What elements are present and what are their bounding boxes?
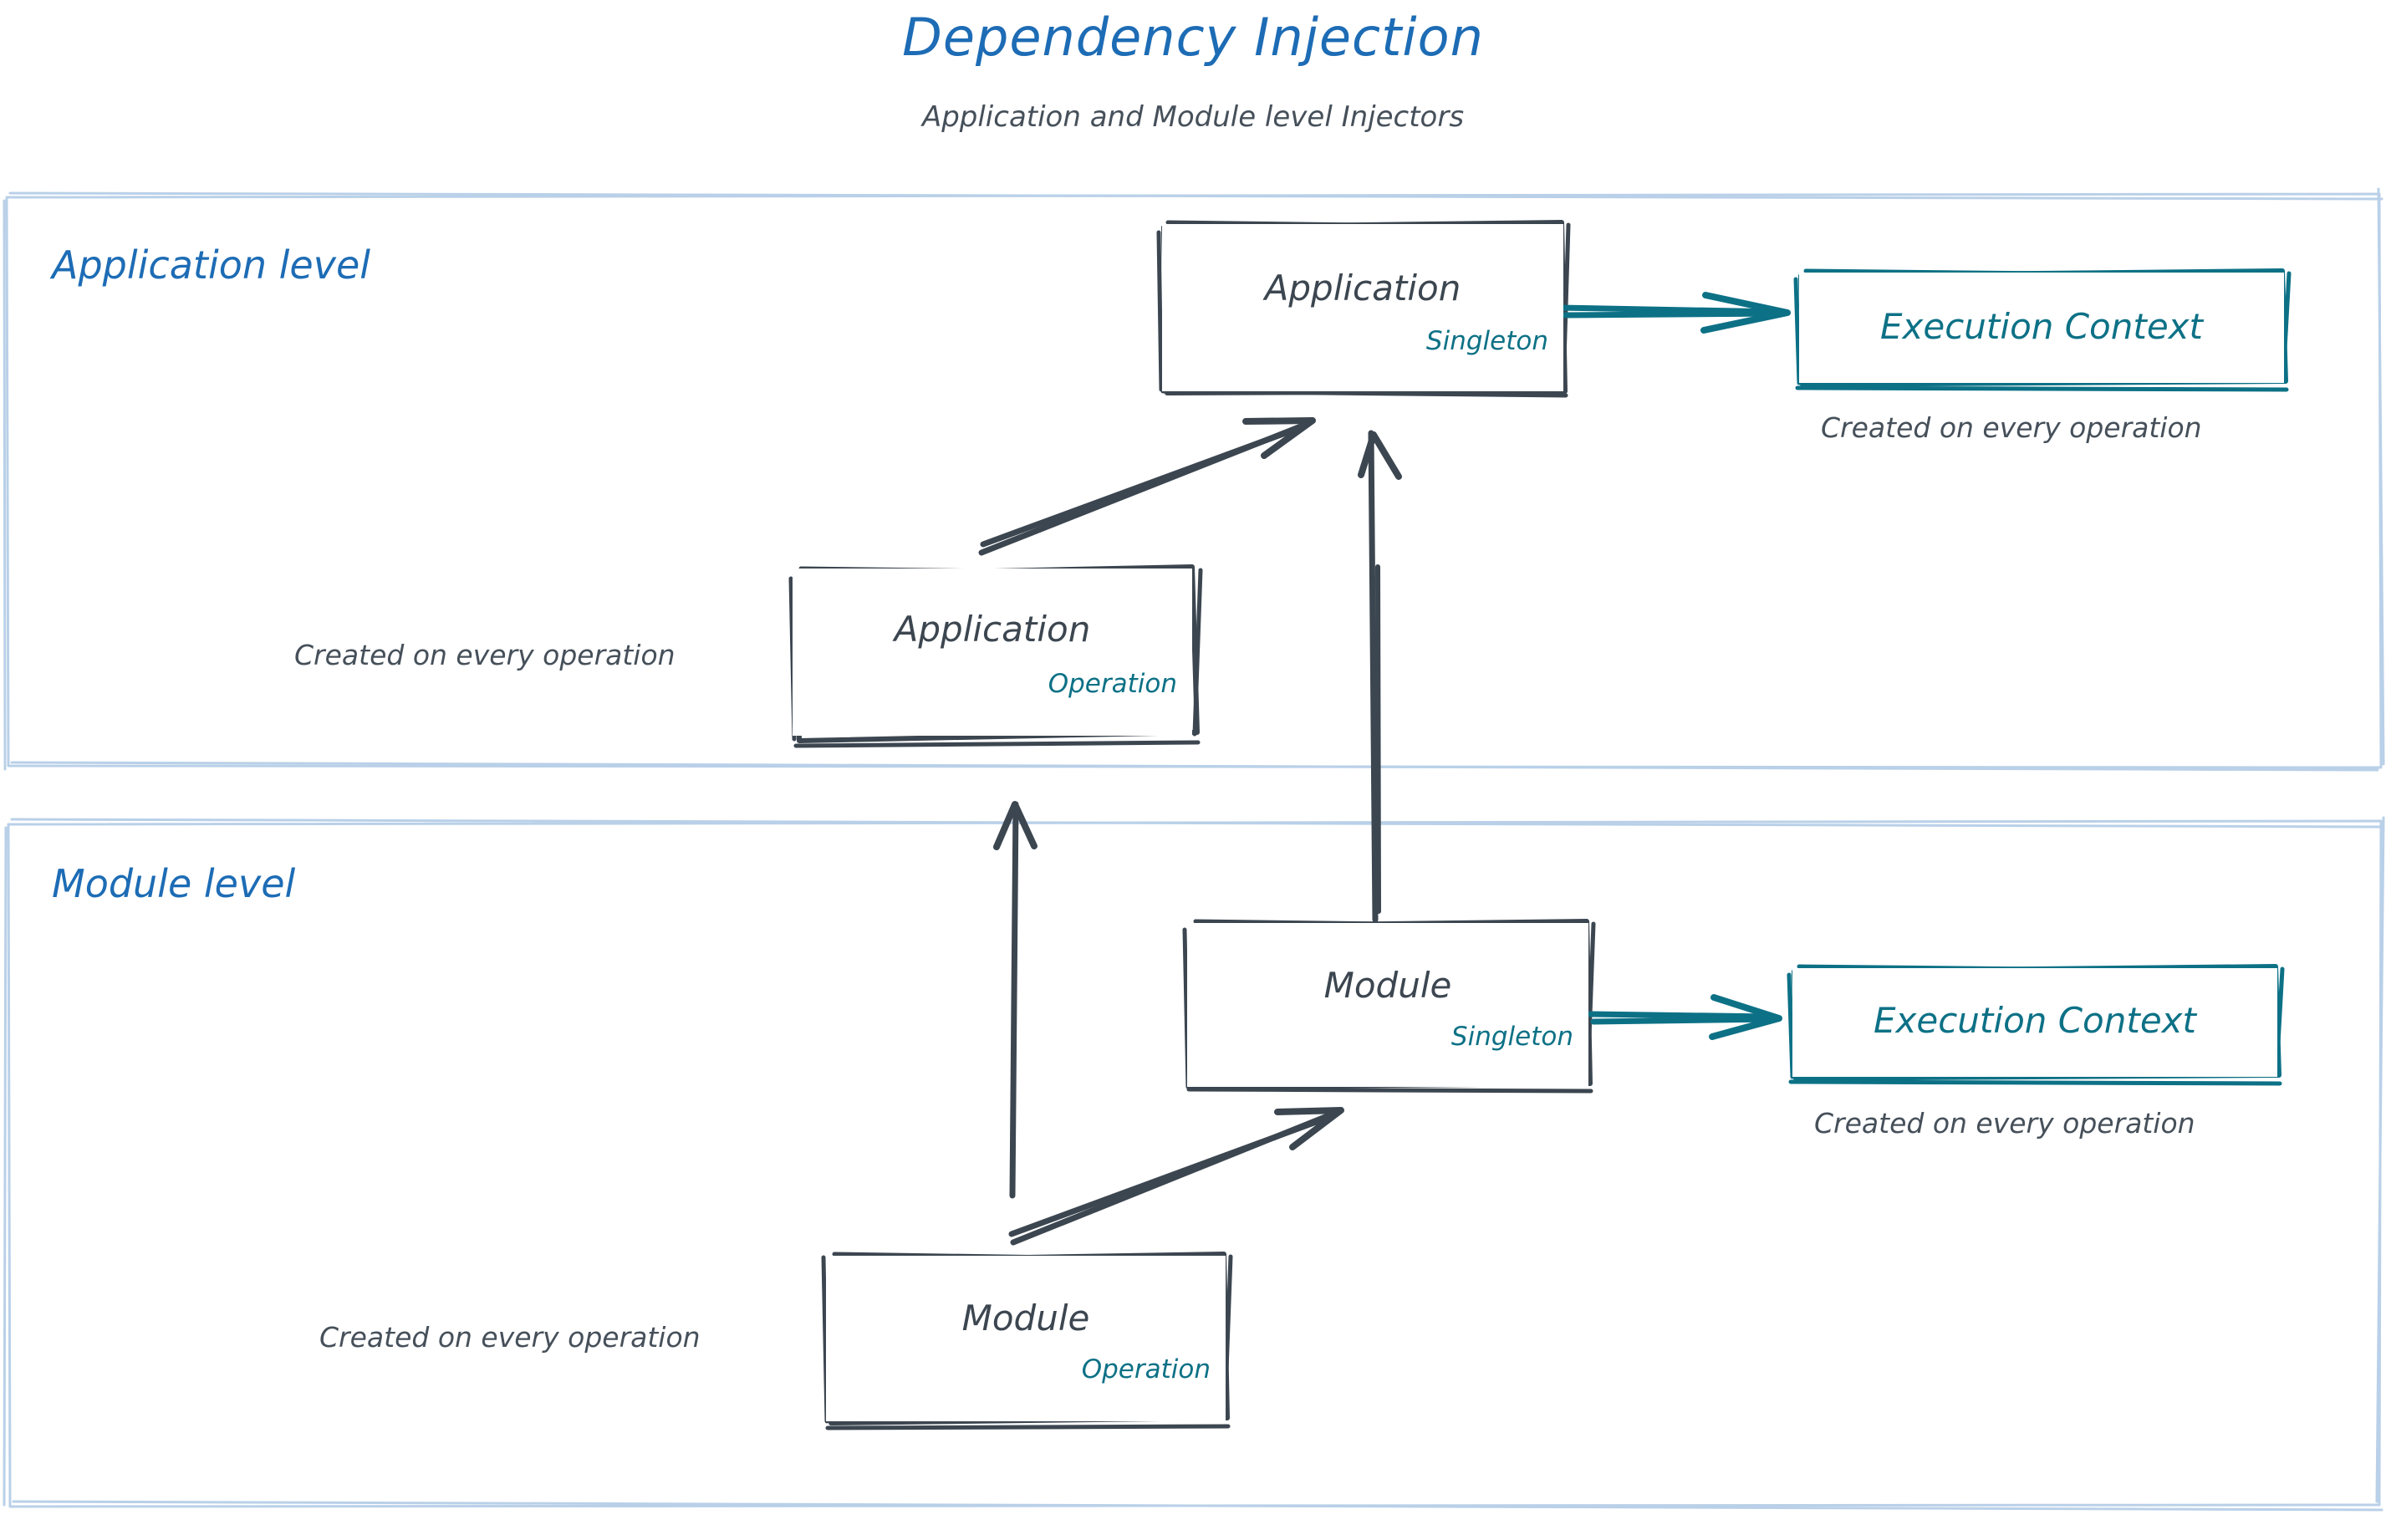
arrow-module-singleton-to-exec-context: [1587, 994, 1782, 1040]
caption-module-operation: Created on every operation: [319, 1321, 701, 1354]
arrow-module-singleton-to-app-singleton: [1358, 430, 1402, 923]
arrow-module-operation-to-module-singleton: [1008, 1107, 1344, 1246]
node-scope-badge: Operation: [1048, 669, 1177, 699]
node-module-singleton[interactable]: Module Singleton: [1187, 923, 1588, 1087]
panel-label-module-level: Module level: [52, 861, 296, 906]
node-title: Application: [894, 609, 1091, 650]
arrow-app-singleton-to-exec-context: [1555, 292, 1791, 334]
node-scope-badge: Singleton: [1425, 326, 1548, 356]
caption-execution-context-application: Created on every operation: [1821, 411, 2202, 444]
node-module-operation[interactable]: Module Operation: [826, 1256, 1226, 1421]
arrow-app-operation-to-app-singleton: [978, 417, 1316, 556]
node-application-operation[interactable]: Application Operation: [793, 569, 1192, 736]
page-title: Dependency Injection: [902, 7, 1484, 68]
node-title: Application: [1264, 268, 1461, 309]
node-title: Execution Context: [1873, 1000, 2197, 1041]
node-title: Execution Context: [1879, 306, 2204, 347]
node-title: Module: [961, 1298, 1090, 1339]
caption-application-operation: Created on every operation: [294, 639, 676, 671]
page-subtitle: Application and Module level Injectors: [921, 100, 1465, 134]
node-execution-context-application[interactable]: Execution Context: [1799, 273, 2284, 383]
panel-label-application-level: Application level: [52, 242, 371, 288]
node-application-singleton[interactable]: Application Singleton: [1162, 224, 1563, 391]
caption-execution-context-module: Created on every operation: [1814, 1107, 2195, 1140]
node-scope-badge: Operation: [1081, 1354, 1211, 1384]
node-title: Module: [1323, 965, 1452, 1006]
node-scope-badge: Singleton: [1450, 1022, 1573, 1052]
arrow-module-operation-to-app-operation: [993, 801, 1038, 1199]
node-execution-context-module[interactable]: Execution Context: [1792, 968, 2277, 1077]
